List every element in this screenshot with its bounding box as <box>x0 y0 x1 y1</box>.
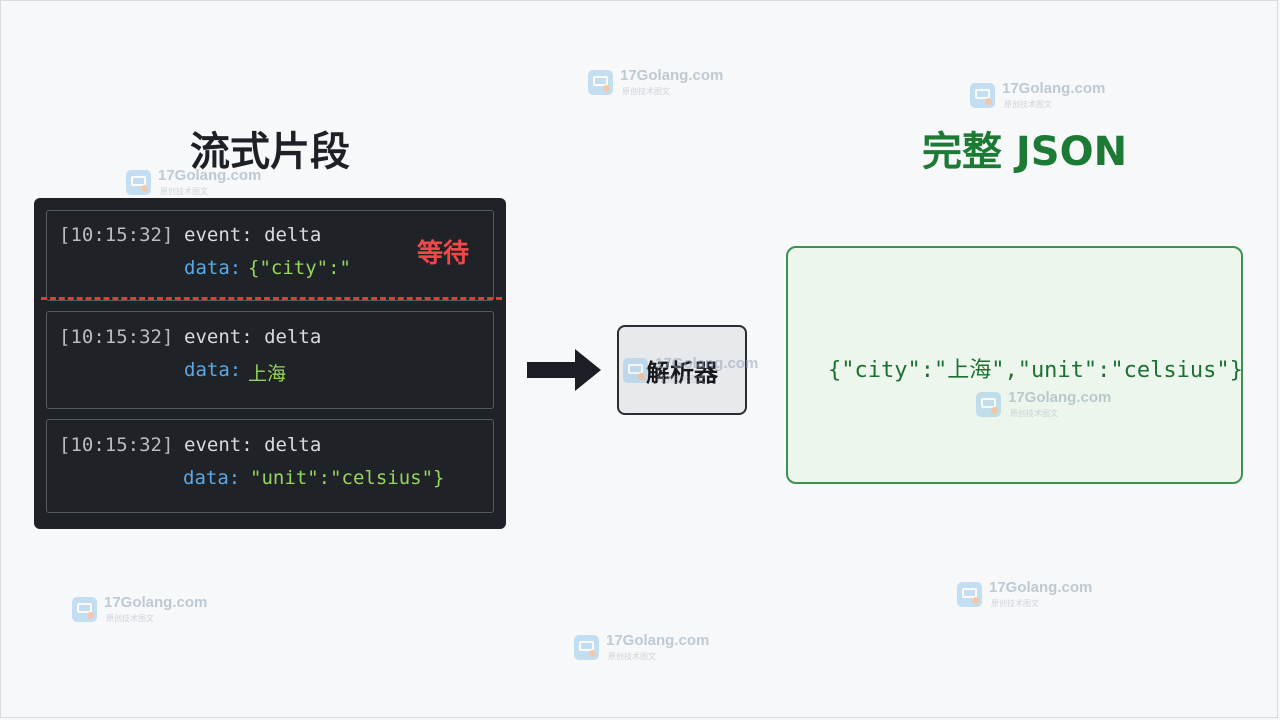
watermark-logo-icon <box>976 392 1001 417</box>
incomplete-cut-line <box>41 297 502 300</box>
watermark-title: 17Golang.com <box>606 632 710 649</box>
watermark-subtitle: 原创技术图文 <box>991 599 1039 608</box>
watermark-logo-icon <box>588 70 613 95</box>
chunk-data-key: data: <box>184 257 242 279</box>
watermark-logo-icon <box>574 635 599 660</box>
complete-json-text: {"city":"上海","unit":"celsius"} <box>828 358 1243 383</box>
watermark-logo-icon <box>126 170 151 195</box>
watermark-title: 17Golang.com <box>989 579 1093 596</box>
watermark-logo-icon <box>623 358 648 383</box>
watermark-logo-icon <box>72 597 97 622</box>
watermark-subtitle: 原创技术图文 <box>657 375 705 384</box>
chunk-timestamp: [10:15:32] <box>59 326 174 348</box>
chunk-event: event: delta <box>184 224 322 246</box>
chunk-event: event: delta <box>184 326 322 348</box>
chunk-data-value: "unit":"celsius"} <box>250 467 445 489</box>
stream-chunk: [10:15:32] event: delta data: 上海 <box>46 311 494 409</box>
watermark-subtitle: 原创技术图文 <box>608 652 656 661</box>
chunk-event: event: delta <box>184 434 322 456</box>
chunk-data-value: {"city":" <box>248 257 351 279</box>
watermark-logo-icon <box>957 582 982 607</box>
watermark-subtitle: 原创技术图文 <box>106 614 154 623</box>
chunk-data-key: data: <box>184 359 242 381</box>
stream-chunk: [10:15:32] event: delta data: "unit":"ce… <box>46 419 494 513</box>
stream-chunks-heading: 流式片段 <box>190 129 350 175</box>
watermark-title: 17Golang.com <box>104 594 208 611</box>
watermark-title: 17Golang.com <box>620 67 724 84</box>
chunk-data-key: data: <box>183 467 241 489</box>
complete-json-box: {"city":"上海","unit":"celsius"} <box>786 246 1243 484</box>
watermark-subtitle: 原创技术图文 <box>160 187 208 196</box>
watermark-subtitle: 原创技术图文 <box>622 87 670 96</box>
chunk-timestamp: [10:15:32] <box>59 224 174 246</box>
watermark-title: 17Golang.com <box>655 355 759 372</box>
watermark-subtitle: 原创技术图文 <box>1010 409 1058 418</box>
watermark-subtitle: 原创技术图文 <box>1004 100 1052 109</box>
chunk-timestamp: [10:15:32] <box>59 434 174 456</box>
parser-label: 解析器 <box>646 358 718 387</box>
stream-chunk: [10:15:32] event: delta data: {"city":" <box>46 210 494 301</box>
right-arrow-icon <box>527 349 601 391</box>
stream-terminal: [10:15:32] event: delta data: {"city":" … <box>34 198 506 529</box>
complete-json-heading: 完整 JSON <box>922 129 1128 175</box>
watermark-title: 17Golang.com <box>1002 80 1106 97</box>
watermark-title: 17Golang.com <box>1008 389 1112 406</box>
watermark-logo-icon <box>970 83 995 108</box>
chunk-data-value: 上海 <box>248 363 287 385</box>
wait-label: 等待 <box>417 239 470 269</box>
watermark-title: 17Golang.com <box>158 167 262 184</box>
